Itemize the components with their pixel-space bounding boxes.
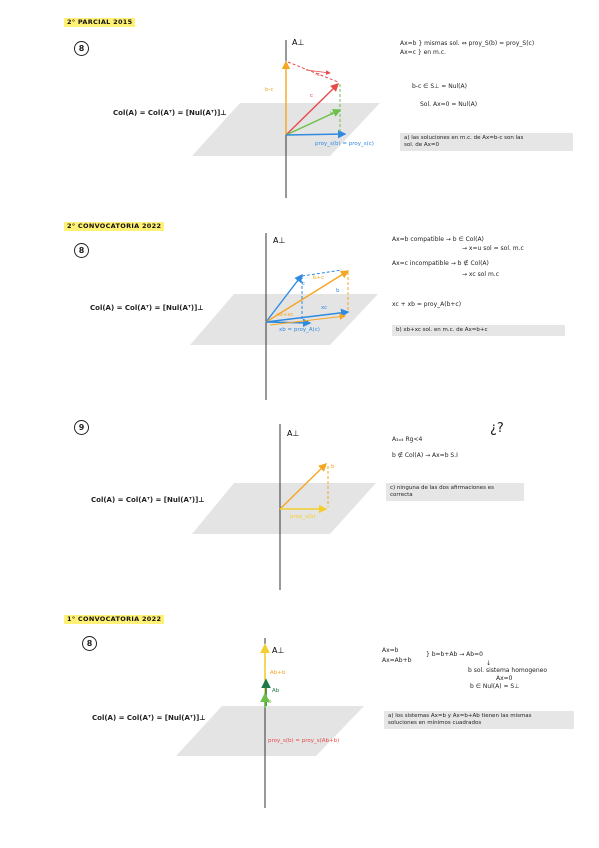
- plane-4: [176, 706, 364, 756]
- s4-note-3: } b=b+Ab → Ab=0: [426, 651, 483, 658]
- s2-note-4: → xc sol m.c: [462, 271, 500, 278]
- s2-note-5: xc + xb = proy_A(b+c): [392, 301, 462, 308]
- s4-note-5: b sol. sistema homogeneo: [468, 667, 548, 674]
- s3-label-proj: proy_s(b): [290, 514, 316, 520]
- s2-label-b: b: [336, 288, 340, 294]
- s4-label-b: b: [268, 699, 272, 705]
- s3-answer-line-2: correcta: [390, 492, 413, 498]
- section-1-heading: 2° PARCIAL 2015: [64, 18, 136, 27]
- s2-label-c: c: [302, 281, 305, 287]
- s2-label-proj: xb = proy_A(c): [279, 327, 320, 333]
- s3-answer-box: c) ninguna de las dos afirmaciones es co…: [386, 483, 524, 501]
- s1-note-1: Ax=b } mismas sol. ⇔ proy_S(b) = proy_S(…: [400, 40, 535, 47]
- s3-note-1: A₃ₓ₄ Rg<4: [392, 436, 423, 443]
- s4-note-6: Ax=0: [496, 675, 513, 682]
- s1-note-4: Sol. Ax=0 = Nul(A): [420, 101, 478, 108]
- section-2-equation: Col(A) = Col(Aᵀ) = [Nul(Aᵀ)]⊥: [90, 304, 204, 312]
- s1-note-2: Ax=c } en m.c.: [400, 49, 446, 56]
- s2-label-bc: b+c: [313, 275, 324, 281]
- s4-note-1: Ax=b: [382, 647, 399, 654]
- s1-label-bc: b-c: [265, 87, 274, 93]
- s4-label-abb: Ab+b: [270, 670, 286, 676]
- s1-answer-line-1: a) las soluciones en m.c. de Ax=b-c son …: [404, 135, 524, 141]
- s1-perp-label: A⊥: [292, 38, 304, 47]
- section-3-equation: Col(A) = Col(Aᵀ) = [Nul(Aᵀ)]⊥: [91, 496, 205, 504]
- section-3-number: 9: [74, 420, 89, 435]
- s4-answer-box: a) los sistemas Ax=b y Ax=b+Ab tienen la…: [384, 711, 574, 729]
- s1-note-3: b-c ∈ S⊥ = Nul(A): [412, 83, 467, 90]
- s3-note-2: b ∉ Col(A) → Ax=b S.I: [392, 452, 458, 459]
- section-4-equation: Col(A) = Col(Aᵀ) = [Nul(Aᵀ)]⊥: [92, 714, 206, 722]
- s3-label-b: b: [331, 464, 335, 470]
- s4-answer-line-1: a) los sistemas Ax=b y Ax=b+Ab tienen la…: [388, 713, 532, 719]
- s2-note-1: Ax=b compatible → b ∈ Col(A): [392, 236, 484, 243]
- s2-answer-box: b) xb+xc sol. en m.c. de Ax=b+c: [392, 325, 565, 336]
- section-1-number: 8: [74, 41, 89, 56]
- s1-label-mc: -c: [315, 72, 320, 78]
- s4-note-7: b ∈ Nul(A) = S⊥: [470, 683, 520, 690]
- s1-label-c: c: [310, 93, 313, 99]
- section-2-diagram: c b+c b xc xb+xc xb = proy_A(c) A⊥: [190, 233, 378, 400]
- s4-perp-label: A⊥: [272, 646, 284, 655]
- s2-answer-line-1: b) xb+xc sol. en m.c. de Ax=b+c: [396, 327, 488, 333]
- s2-note-3: Ax=c incompatible → b ∉ Col(A): [392, 260, 489, 267]
- section-2-heading: 2° CONVOCATORIA 2022: [64, 222, 165, 231]
- s4-label-ab: Ab: [272, 688, 280, 694]
- s1-answer-line-2: sol. de Ax=0: [404, 142, 440, 148]
- section-4-number: 8: [82, 636, 97, 651]
- s1-label-proj: proy_s(b) = proy_s(c): [315, 141, 374, 147]
- section-2-number: 8: [74, 243, 89, 258]
- s1-label-b: b: [330, 111, 334, 117]
- s3-perp-label: A⊥: [287, 429, 299, 438]
- section-4-diagram: Ab+b Ab b proy_s(b) = proy_s(Ab+b) A⊥: [176, 638, 364, 808]
- s2-label-xc: xc: [321, 305, 327, 311]
- section-1-diagram: b-c -c c b proy_s(b) = proy_s(c) A⊥: [192, 38, 380, 198]
- s4-note-2: Ax=Ab+b: [382, 657, 412, 664]
- s1-answer-box: a) las soluciones en m.c. de Ax=b-c son …: [400, 133, 573, 151]
- section-4-heading: 1° CONVOCATORIA 2022: [64, 615, 165, 624]
- s4-label-proj: proy_s(b) = proy_s(Ab+b): [268, 738, 339, 744]
- s2-perp-label: A⊥: [273, 236, 285, 245]
- s4-note-4: ↓: [486, 660, 492, 667]
- s2-label-xbxc: xb+xc: [276, 312, 294, 318]
- s4-answer-line-2: soluciones en mínimos cuadrados: [388, 720, 482, 726]
- s2-note-2: → x=u sol = sol. m.c: [462, 245, 524, 252]
- s3-side-mark: ¿?: [490, 421, 504, 436]
- s3-answer-line-1: c) ninguna de las dos afirmaciones es: [390, 485, 494, 491]
- section-3-diagram: b proy_s(b) A⊥: [192, 424, 376, 590]
- section-1-equation: Col(A) = Col(Aᵀ) = [Nul(Aᵀ)]⊥: [113, 109, 227, 117]
